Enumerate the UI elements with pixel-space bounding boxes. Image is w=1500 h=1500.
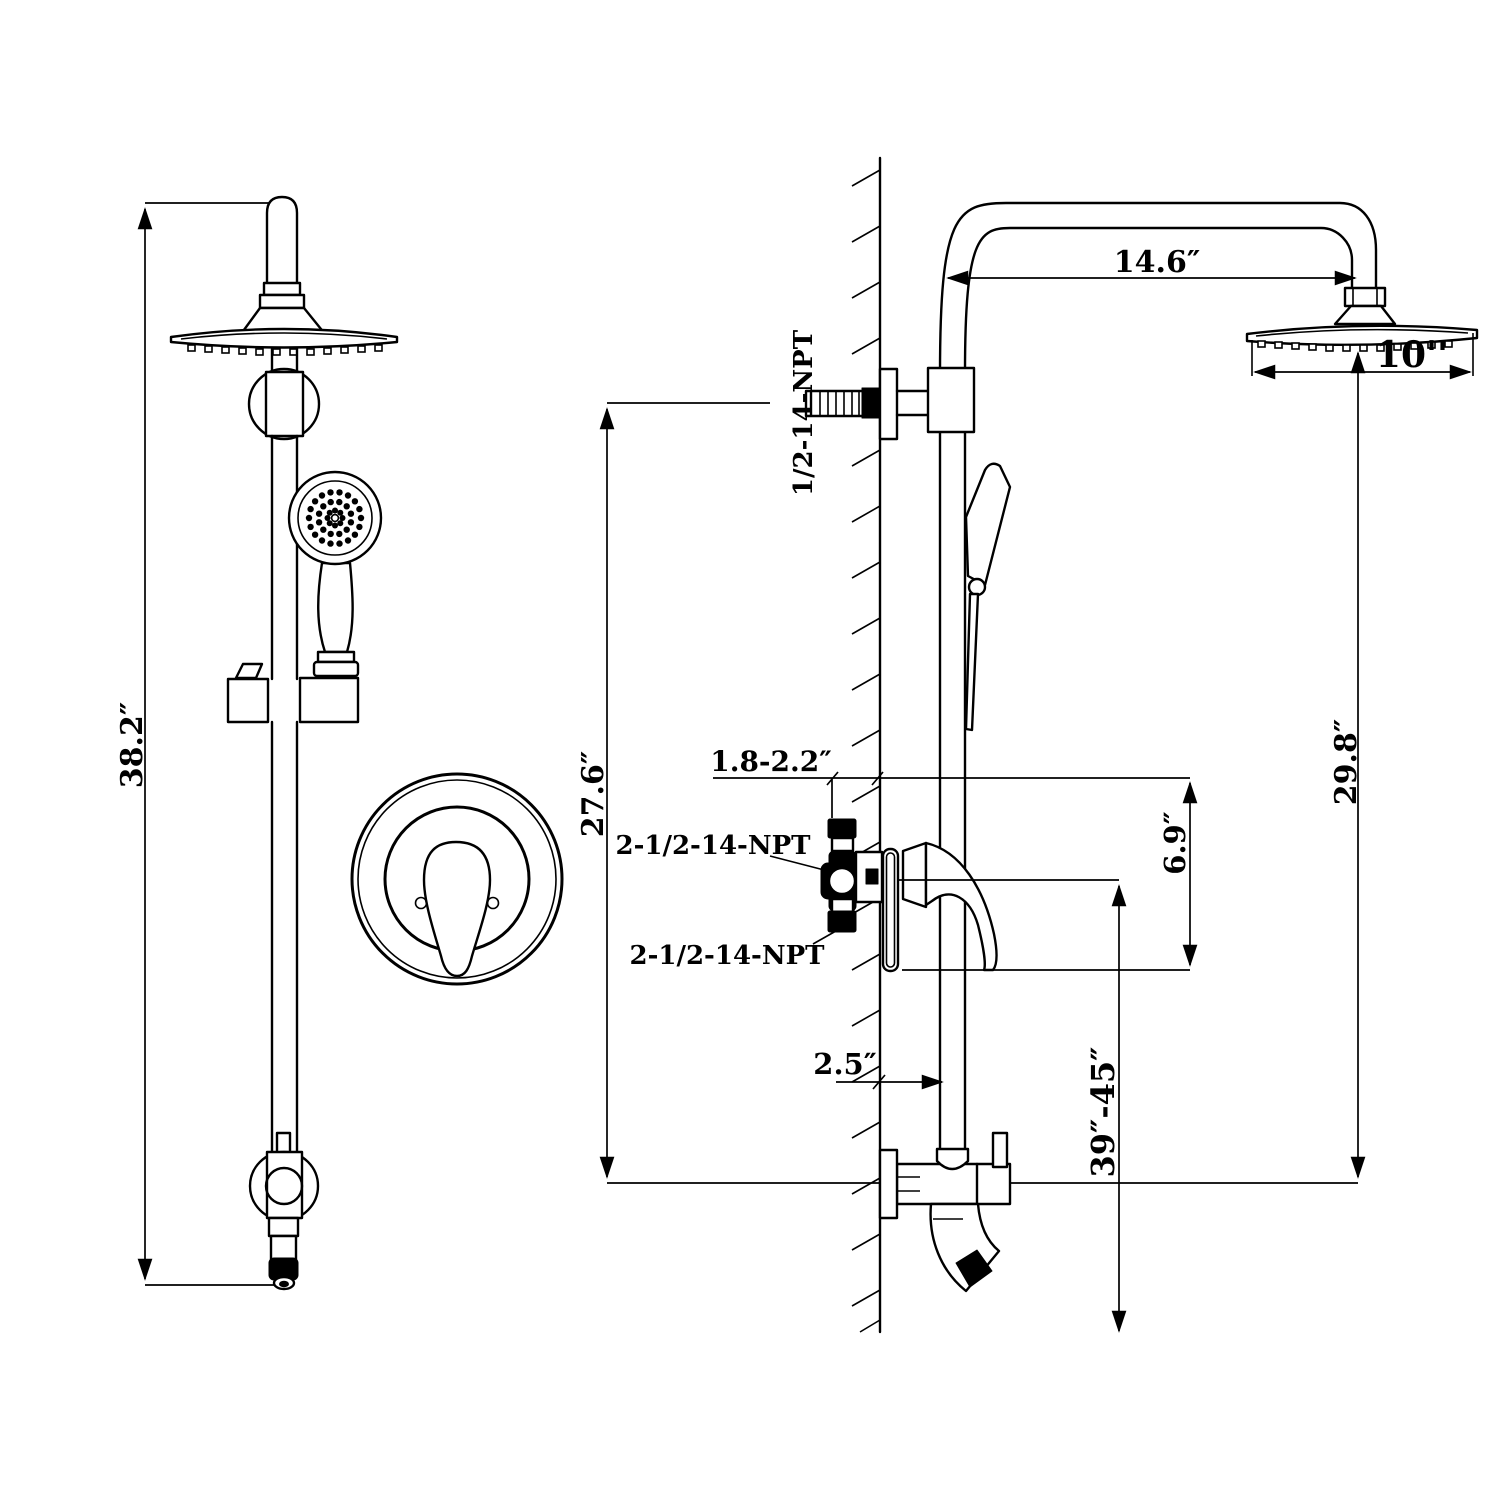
riser-junction-block xyxy=(926,366,976,434)
side-handheld-head xyxy=(964,462,1012,587)
supply-thread-label: 1/2-14-NPT xyxy=(789,329,819,496)
side-view: 14.6″ 10'' 1/2-14-NPT 27.6″ 1.8-2.2″ 2-1… xyxy=(576,156,1479,1334)
diverter-wall-flange xyxy=(878,1148,899,1220)
supply-wall-flange xyxy=(878,367,899,441)
front-slider-bracket xyxy=(226,662,360,724)
outlet-tip xyxy=(955,1249,993,1288)
handheld-spray-nozzles xyxy=(305,489,365,547)
side-shower-head xyxy=(1245,286,1479,352)
wall-hatching xyxy=(851,169,881,1333)
diverter-lever xyxy=(991,1131,1009,1169)
front-height-dimension: 38.2″ xyxy=(115,202,287,1286)
front-valve-trim xyxy=(350,772,564,986)
side-head-nozzles xyxy=(1257,340,1453,352)
front-view: 38.2″ xyxy=(115,195,564,1291)
valve-handle-base xyxy=(901,841,928,909)
front-bracket-tab xyxy=(234,662,264,680)
front-collar-upper xyxy=(262,281,302,297)
front-handheld-shower xyxy=(287,470,383,678)
valve-escutcheon-edge xyxy=(881,847,900,973)
front-slide-rail-upper xyxy=(270,434,299,681)
handheld-collar-1 xyxy=(316,650,356,664)
head-connector-nut xyxy=(1343,286,1387,308)
side-handheld-shower xyxy=(964,462,1012,732)
front-head-disc xyxy=(169,327,399,349)
head-diameter-dim-label: 10'' xyxy=(1376,334,1448,376)
valve-thread-fitting-bottom xyxy=(827,910,857,933)
handheld-collar-2 xyxy=(312,660,360,678)
valve-lever-handle-side xyxy=(924,841,998,972)
side-bottom-diverter xyxy=(878,1131,1012,1293)
side-handheld-loop xyxy=(967,577,987,597)
trim-lever-handle xyxy=(422,840,492,978)
valve-cartridge-port xyxy=(827,866,857,896)
side-handheld-handle xyxy=(964,592,980,732)
supply-nipple xyxy=(861,387,881,419)
side-dimensions: 14.6″ 10'' 1/2-14-NPT 27.6″ 1.8-2.2″ 2-1… xyxy=(576,245,1474,1178)
wall-supply-connection xyxy=(804,366,976,441)
wall-section xyxy=(851,156,882,1334)
install-height-dim-label: 39″-45″ xyxy=(1084,1047,1122,1178)
front-shower-head xyxy=(169,195,399,356)
valve-thread-bottom-label: 2-1/2-14-NPT xyxy=(630,941,826,971)
supply-threads xyxy=(819,391,860,416)
valve-thread-fitting-top xyxy=(827,818,857,839)
outlet-height-dim-label: 27.6″ xyxy=(576,751,611,837)
front-slide-rail-lower xyxy=(270,720,299,1154)
handheld-face-inner xyxy=(297,480,373,556)
reference-lines xyxy=(599,351,1366,1333)
front-bracket-clamp xyxy=(226,677,270,724)
front-top-pipe xyxy=(265,195,299,289)
front-collar-lower xyxy=(258,293,306,310)
trim-plate-ring xyxy=(357,779,557,979)
front-bracket-holder xyxy=(298,676,360,724)
riser-end-cap xyxy=(935,1147,970,1171)
handheld-handle xyxy=(317,561,354,654)
valve-thread-top-label: 2-1/2-14-NPT xyxy=(616,831,812,861)
trim-ear-right xyxy=(486,896,500,910)
arm-reach-dim-label: 14.6″ xyxy=(1114,245,1200,280)
front-height-dim-label: 38.2″ xyxy=(115,702,150,788)
rough-in-depth-dim-label: 1.8-2.2″ xyxy=(710,745,832,778)
front-bottom-diverter xyxy=(248,1131,320,1291)
trim-height-dim-label: 6.9″ xyxy=(1158,811,1192,874)
head-to-spout-dim-label: 29.8″ xyxy=(1329,719,1364,805)
side-riser-and-arm xyxy=(938,201,1378,1154)
pipe-offset-dim-label: 2.5″ xyxy=(813,1047,876,1081)
trim-plate-outer xyxy=(350,772,564,986)
side-head-cone xyxy=(1333,304,1397,326)
side-valve-assembly xyxy=(820,818,998,973)
front-upper-ball-joint xyxy=(247,346,321,441)
